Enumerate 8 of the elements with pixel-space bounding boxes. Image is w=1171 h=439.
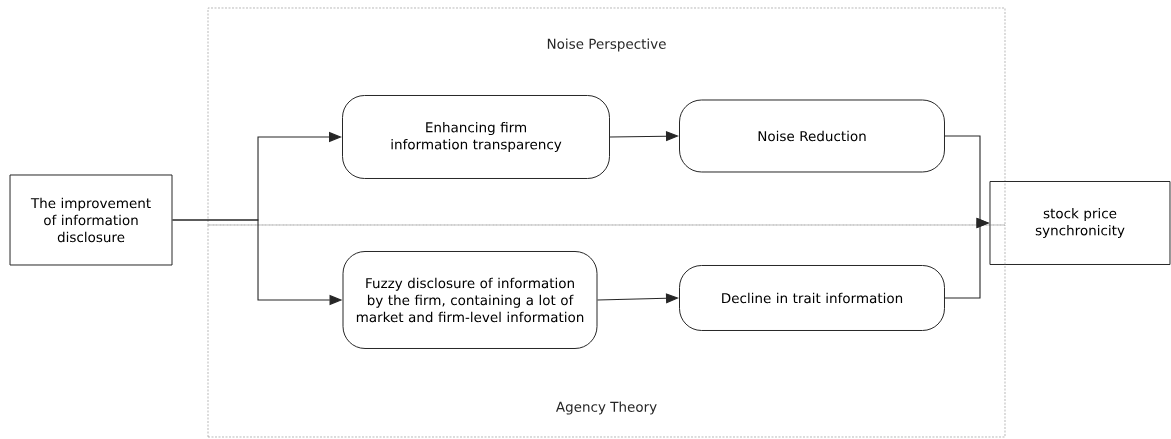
process-box: stock price synchronicity xyxy=(989,181,1171,265)
process-box: The improvement of information disclosure xyxy=(9,174,173,266)
rounded-box: Enhancing firm information transparency xyxy=(342,95,610,179)
rounded-box: Decline in trait information xyxy=(679,265,945,331)
rounded-box: Noise Reduction xyxy=(679,99,945,173)
group-heading: Agency Theory xyxy=(556,401,657,415)
group-heading: Noise Perspective xyxy=(547,38,666,52)
rounded-box: Fuzzy disclosure of information by the firm, containing a lot of market and firm-level information xyxy=(342,251,598,349)
